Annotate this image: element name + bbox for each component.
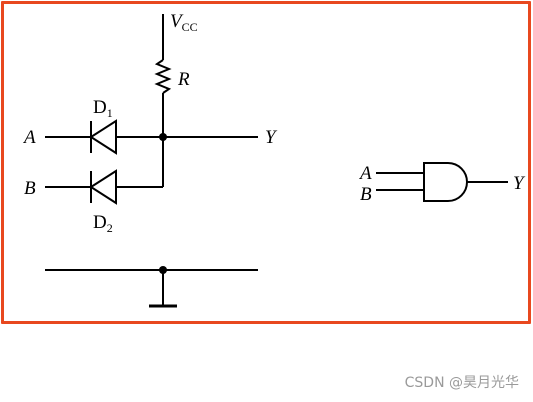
d2-label: D2	[93, 212, 113, 235]
input-a-label: A	[22, 127, 36, 148]
watermark: CSDN @昊月光华	[404, 375, 519, 391]
gate-input-b-label: B	[360, 184, 372, 205]
junction-dot	[159, 133, 167, 141]
vcc-label: VCC	[170, 11, 198, 34]
diode-d1	[45, 119, 163, 155]
gate-input-a-label: A	[358, 163, 372, 184]
resistor	[154, 14, 172, 187]
and-gate	[376, 162, 508, 202]
d1-label: D1	[93, 97, 113, 120]
ground-symbol	[45, 266, 258, 308]
diode-d2	[45, 169, 163, 205]
resistor-label: R	[177, 69, 190, 90]
input-b-label: B	[24, 178, 36, 199]
gate-output-y-label: Y	[513, 173, 526, 194]
output-y-label: Y	[265, 127, 278, 148]
